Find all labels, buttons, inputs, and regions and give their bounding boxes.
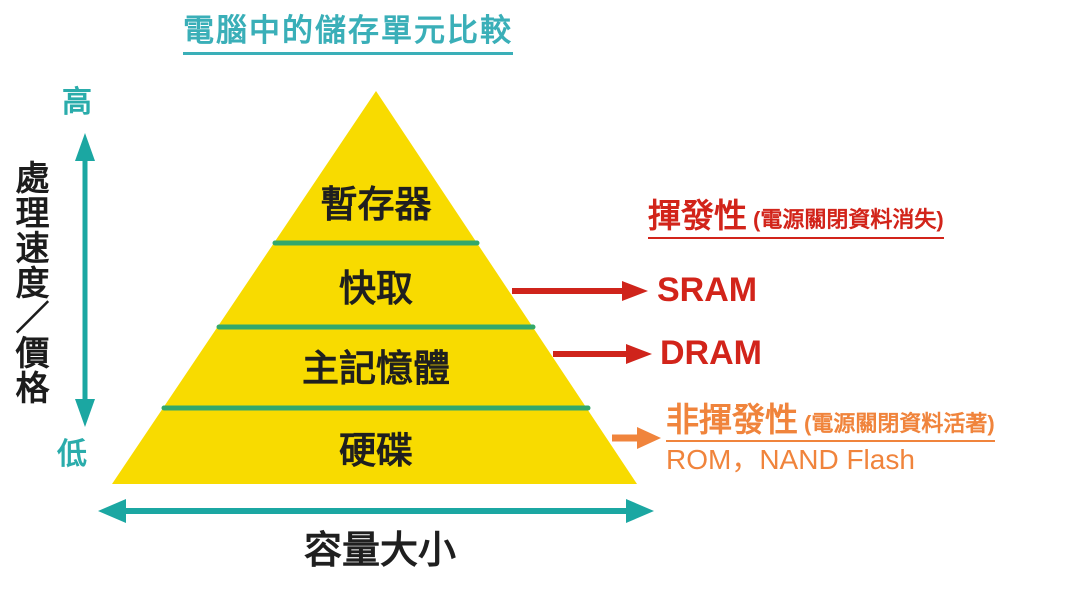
dram-arrowhead-icon [626,344,652,364]
speed-axis-low-label: 低 [57,438,87,471]
capacity-axis-label: 容量大小 [303,530,457,572]
nonvolatile-arrowhead-icon [637,427,661,449]
capacity-axis-right-arrowhead-icon [626,499,654,523]
speed-axis-high-label: 高 [62,86,92,119]
pyramid-level-cache: 快取 [339,268,413,309]
sram-arrowhead-icon [622,281,648,301]
volatile-heading-note: (電源關閉資料消失) [753,207,944,232]
nonvolatile-heading-note: (電源關閉資料活著) [804,411,995,436]
nonvolatile-examples-label: ROM，NAND Flash [666,444,915,475]
dram-label: DRAM [660,334,762,372]
speed-axis-down-arrowhead-icon [75,399,95,427]
nonvolatile-heading-text: 非揮發性 [666,401,798,438]
speed-price-axis-label: 處理速度／價格 [10,160,48,405]
pyramid-level-main-memory: 主記憶體 [302,348,450,389]
sram-label: SRAM [657,271,758,309]
volatile-heading-text: 揮發性 [648,197,747,234]
page-title: 電腦中的儲存單元比較 [183,12,513,56]
pyramid-shape [112,91,637,484]
volatile-heading: 揮發性 (電源關閉資料消失) [648,197,944,240]
capacity-axis-left-arrowhead-icon [98,499,126,523]
pyramid-level-registers: 暫存器 [320,184,432,225]
speed-axis-up-arrowhead-icon [75,133,95,161]
nonvolatile-heading: 非揮發性 (電源關閉資料活著) [666,401,995,443]
pyramid-level-hard-disk: 硬碟 [339,430,413,471]
